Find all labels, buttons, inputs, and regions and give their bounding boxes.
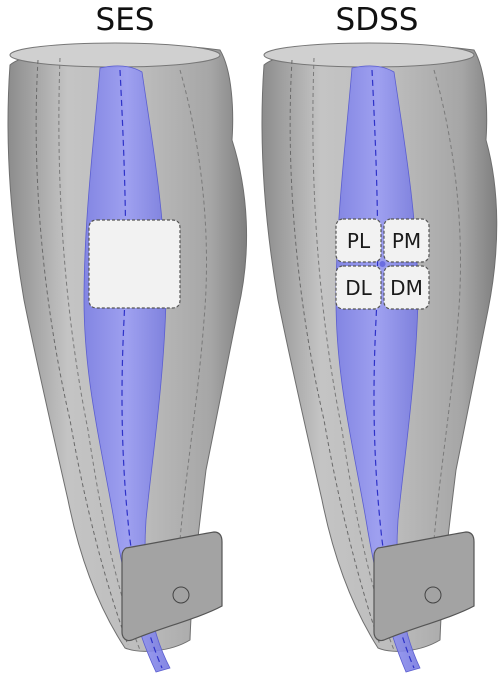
- electrode-label-dm: DM: [390, 276, 423, 300]
- electrode-ses: [89, 220, 180, 308]
- electrode-pm: PM: [384, 219, 429, 262]
- leg-model-left: [8, 43, 247, 672]
- electrode-dl: DL: [336, 266, 381, 309]
- electrode-pl: PL: [336, 219, 381, 262]
- electrode-center-dot: [380, 261, 386, 267]
- electrode-label-pl: PL: [347, 229, 371, 253]
- electrode-label-dl: DL: [345, 276, 372, 300]
- leg-top-right: [264, 43, 474, 67]
- leg-top-left: [10, 43, 220, 67]
- leg-model-right: PL PM DL DM: [262, 43, 497, 672]
- ankle-band-right: [374, 532, 474, 641]
- electrode-label-pm: PM: [392, 229, 421, 253]
- ankle-band-left: [122, 532, 222, 641]
- electrode-dm: DM: [384, 266, 429, 309]
